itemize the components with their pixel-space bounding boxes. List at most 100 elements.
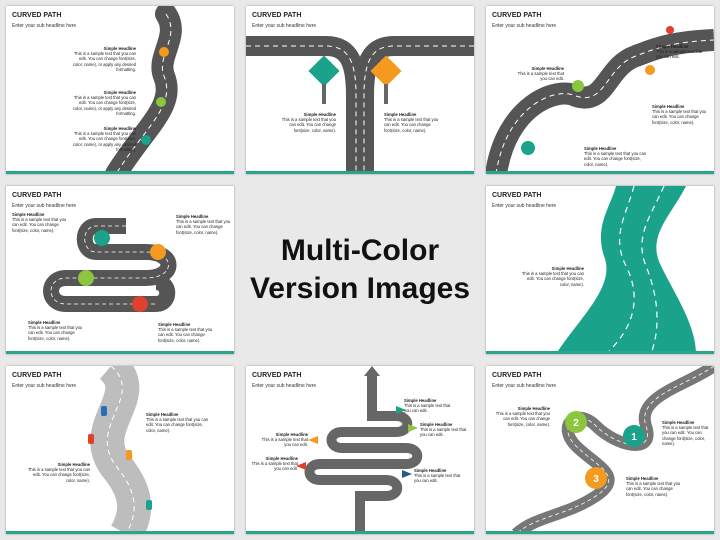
accent-bar — [6, 351, 234, 354]
caption-body: This is a sample text that you can edit.… — [158, 327, 213, 343]
caption-body: This is a sample text that you can edit.… — [662, 425, 709, 446]
caption-headline: Simple Headline — [420, 422, 453, 427]
winding-road-graphic — [105, 6, 182, 174]
winding-road-graphic — [486, 26, 714, 174]
caption-headline: Simple Headline — [103, 90, 136, 95]
accent-bar — [6, 171, 234, 174]
slide-title: CURVED PATH — [252, 372, 302, 379]
caption-headline: Simple Headline — [265, 456, 298, 461]
caption-body: This is a sample text that you can edit.… — [28, 325, 83, 341]
slide-title: CURVED PATH — [492, 12, 542, 19]
slide-subtitle: Enter your sub headline here — [252, 23, 317, 29]
accent-bar — [486, 171, 714, 174]
flag-icon — [296, 462, 306, 470]
slide-subtitle: Enter your sub headline here — [252, 383, 317, 389]
caption-body: This is a sample text that you can edit.… — [12, 217, 67, 233]
pin-icon — [141, 135, 151, 145]
accent-bar — [6, 531, 234, 534]
slide-thumbnail-5[interactable]: CURVED PATH Enter your sub headline here… — [486, 186, 714, 354]
milestone-icon — [78, 270, 94, 286]
caption-headline: Simple Headline — [551, 266, 584, 271]
slide-subtitle: Enter your sub headline here — [492, 203, 557, 209]
accent-bar — [246, 531, 474, 534]
arrow-up-icon — [364, 366, 380, 376]
flag-icon — [402, 470, 412, 478]
caption-body: This is a sample text that you can edit.… — [521, 271, 584, 287]
slide-title: CURVED PATH — [492, 372, 542, 379]
accent-bar — [486, 531, 714, 534]
caption-headline: Simple Headline — [303, 112, 336, 117]
slide-subtitle: Enter your sub headline here — [12, 203, 77, 209]
looping-road-graphic: 1 2 3 — [511, 366, 714, 534]
green-road-graphic — [556, 186, 696, 354]
caption-body: This is a sample text that you can edit.… — [652, 109, 707, 125]
car-icon — [126, 450, 132, 460]
slide-subtitle: Enter your sub headline here — [492, 383, 557, 389]
flag-icon — [408, 424, 418, 432]
slide-thumbnail-1[interactable]: CURVED PATH Enter your sub headline here… — [6, 6, 234, 174]
slide-thumbnail-2[interactable]: CURVED PATH Enter your sub headline here… — [246, 6, 474, 174]
caption-headline: Simple Headline — [146, 412, 179, 417]
caption-headline: Simple Headline — [652, 104, 685, 109]
milestone-icon — [150, 244, 166, 260]
slide-subtitle: Enter your sub headline here — [12, 23, 77, 29]
car-icon — [146, 500, 152, 510]
caption-body: This is a sample text that you can edit. — [420, 427, 467, 438]
pin-icon — [666, 26, 674, 34]
caption-body: This is a sample text that you can edit.… — [72, 51, 136, 72]
accent-bar — [486, 351, 714, 354]
slide-thumbnail-3[interactable]: CURVED PATH Enter your sub headline here… — [486, 6, 714, 174]
svg-text:2: 2 — [573, 418, 579, 429]
caption-body: This is a sample text that you can edit.… — [584, 151, 647, 167]
slide-title: CURVED PATH — [12, 192, 62, 199]
svg-text:3: 3 — [593, 474, 599, 485]
slide-thumbnail-4[interactable]: CURVED PATH Enter your sub headline here… — [6, 186, 234, 354]
slide-title: CURVED PATH — [252, 12, 302, 19]
flag-icon — [396, 406, 406, 414]
slide-thumbnail-7[interactable]: CURVED PATH Enter your sub headline here… — [246, 366, 474, 534]
caption-headline: Simple Headline — [158, 322, 191, 327]
caption-headline: Simple Headline — [626, 476, 659, 481]
caption-body: This is a sample text that you can edit.… — [626, 481, 681, 497]
caption-headline: Simple Headline — [176, 214, 209, 219]
slide-subtitle: Enter your sub headline here — [12, 383, 77, 389]
heading-line-1: Multi-Color — [280, 234, 440, 267]
caption-headline: Simple Headline — [57, 462, 90, 467]
pin-icon — [159, 47, 169, 57]
caption-headline: Simple Headline — [103, 46, 136, 51]
caption-body: This is a sample text that you can edit.… — [146, 417, 209, 433]
milestone-icon — [94, 230, 110, 246]
center-heading: Multi-Color Version Images — [240, 180, 480, 360]
slide-thumbnail-6[interactable]: CURVED PATH Enter your sub headline here… — [6, 366, 234, 534]
slide-title: CURVED PATH — [12, 12, 62, 19]
slide-thumbnail-8[interactable]: 1 2 3 CURVED PATH Enter your sub headlin… — [486, 366, 714, 534]
caption-headline: Simple Headline — [414, 468, 447, 473]
road-with-cars-graphic — [88, 366, 152, 534]
caption-headline: Simple Headline — [275, 432, 308, 437]
pin-icon — [521, 141, 535, 155]
number-badge-icon — [623, 425, 645, 447]
caption-body: This is a sample text that you can edit.… — [27, 467, 90, 483]
zigzag-road-arrow-graphic — [296, 366, 423, 534]
serpentine-road-graphic — [43, 218, 177, 312]
